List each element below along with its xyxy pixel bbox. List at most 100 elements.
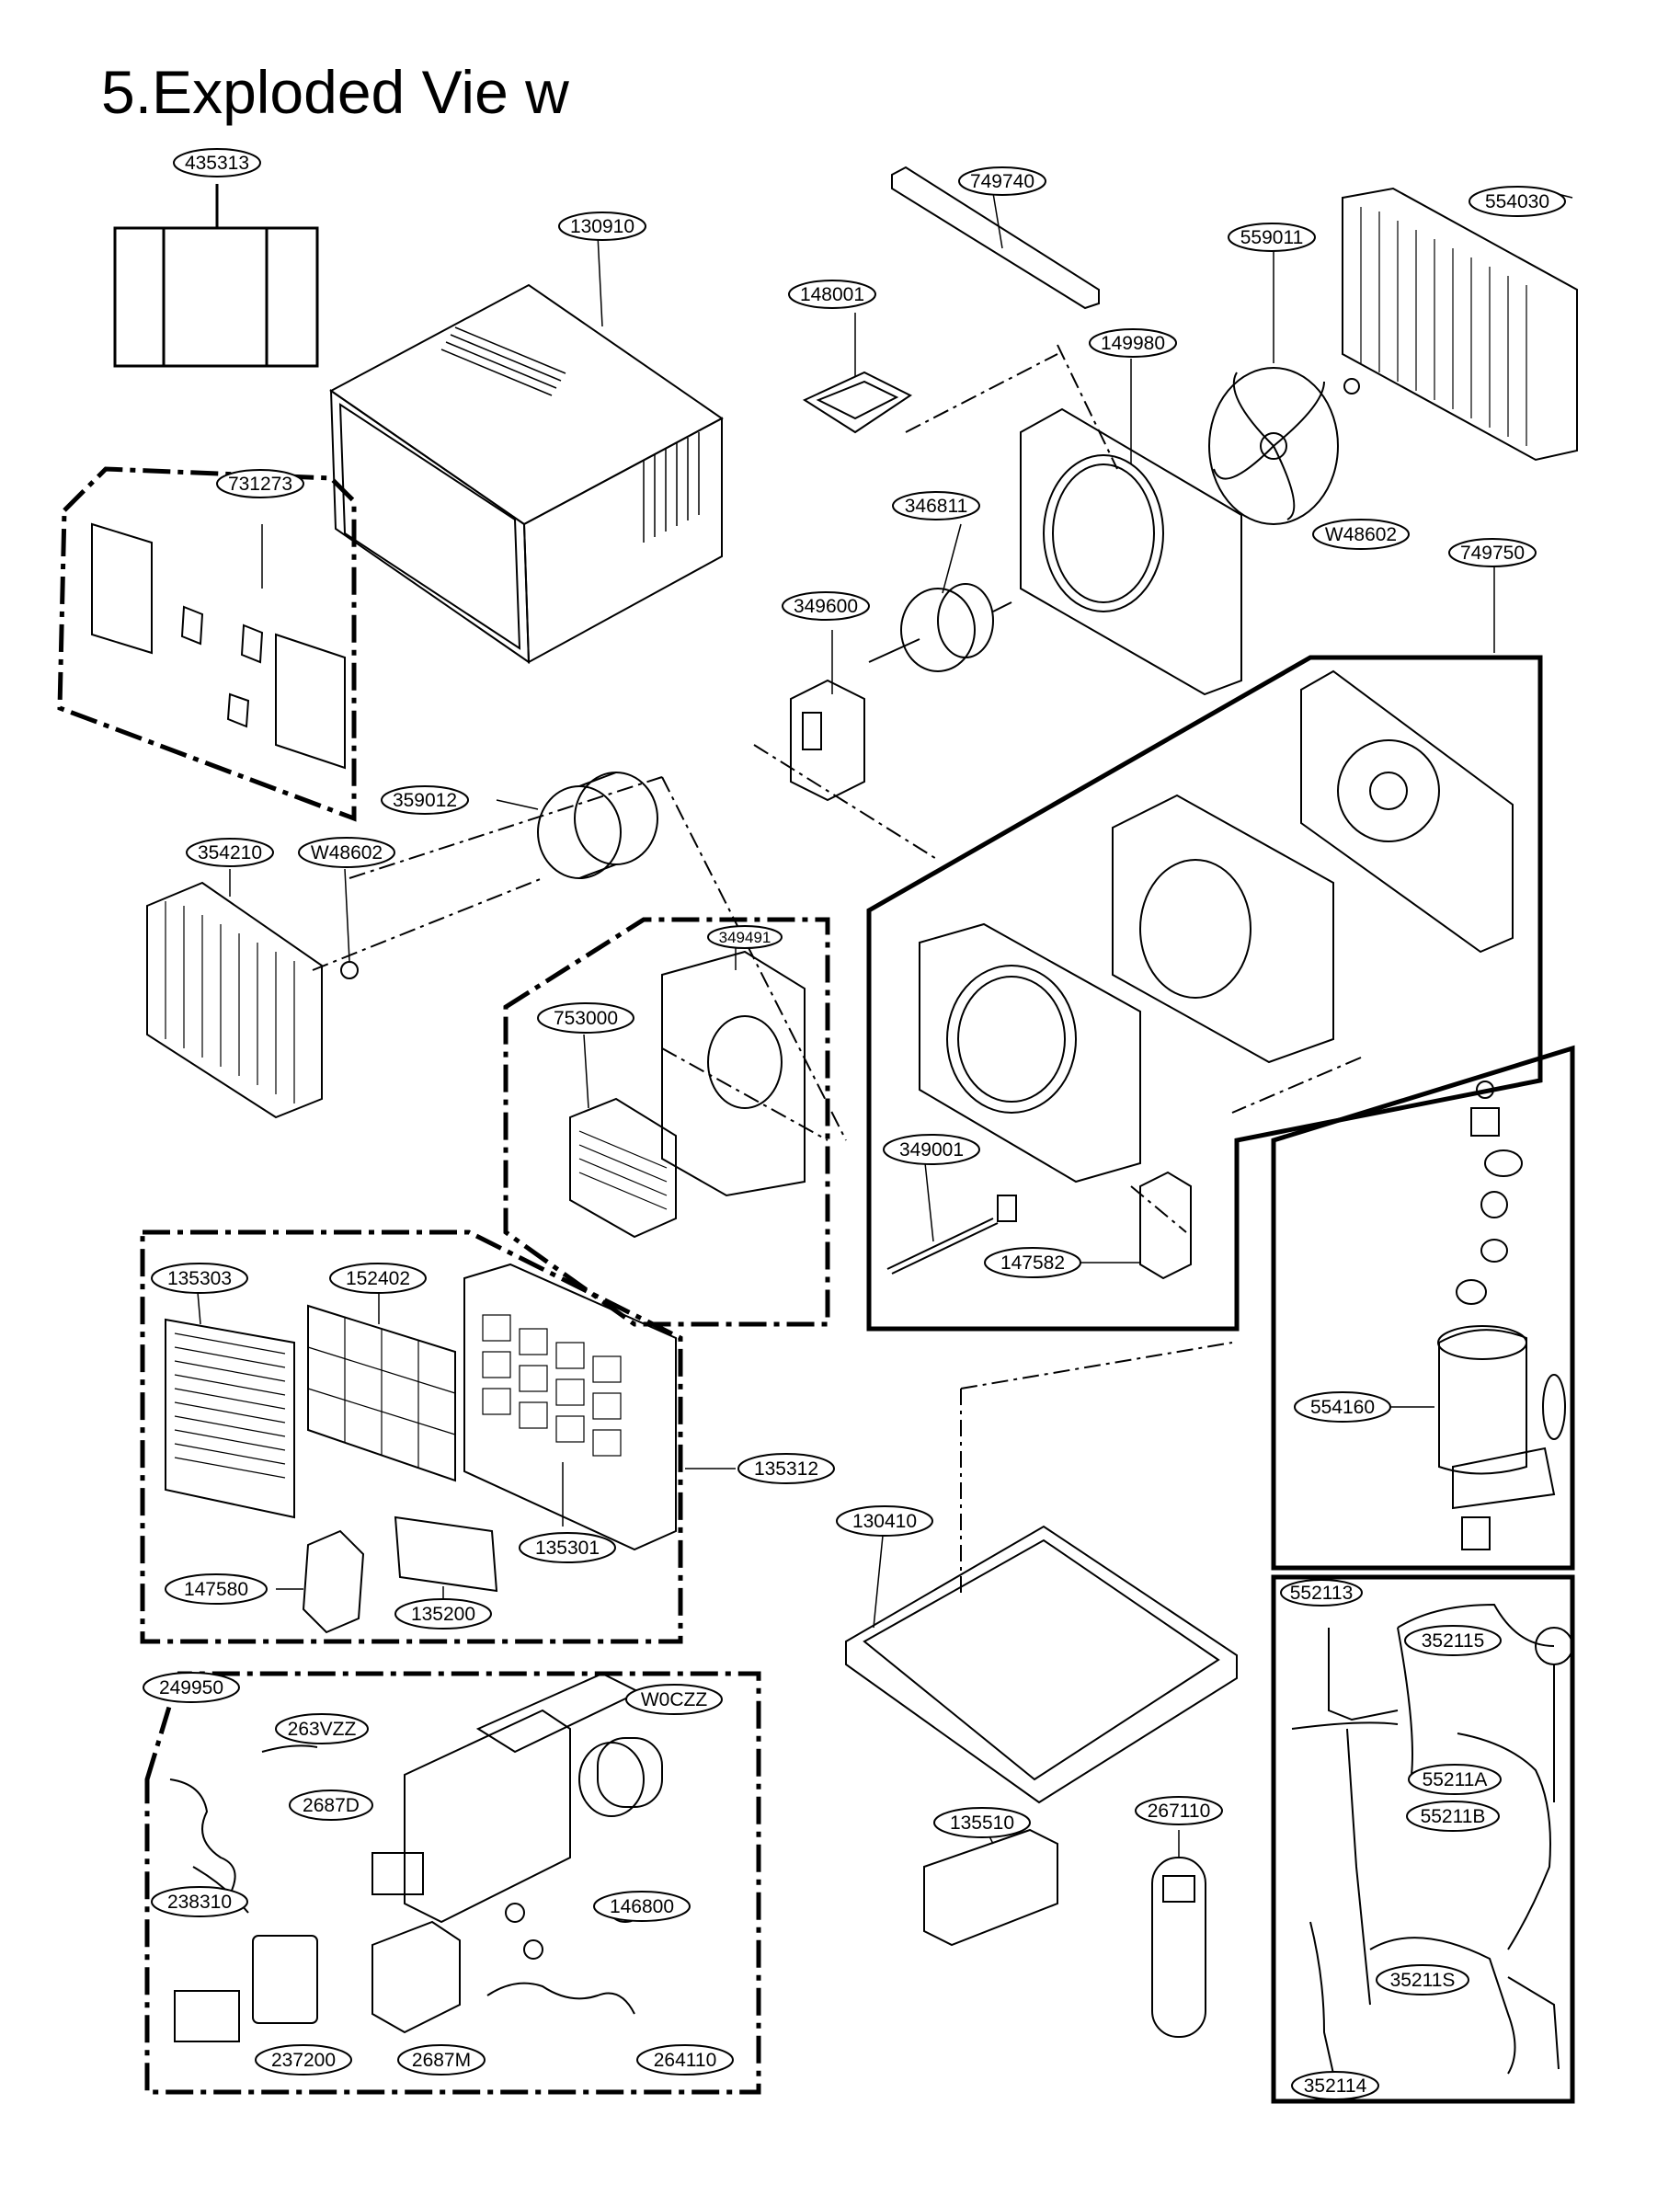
part-label-text: 349491	[719, 929, 771, 946]
part-label-text: 267110	[1148, 1801, 1211, 1822]
part-label-238310: 238310	[151, 1886, 248, 1917]
part-label-text: 749750	[1460, 543, 1525, 564]
part-label-130910: 130910	[558, 212, 646, 241]
part-label-354210: 354210	[186, 838, 274, 867]
part-label-55211b: 55211B	[1406, 1801, 1500, 1832]
part-label-text: 554160	[1310, 1397, 1375, 1418]
outline-135301	[140, 1229, 683, 1644]
part-label-149980: 149980	[1089, 328, 1177, 358]
fan-559011	[1208, 239, 1360, 525]
part-label-text: 147580	[184, 1579, 248, 1600]
part-label-135312: 135312	[737, 1453, 835, 1484]
part-label-text: 354210	[198, 842, 262, 863]
part-label-text: 753000	[554, 1008, 618, 1029]
part-label-text: 35211S	[1390, 1970, 1456, 1991]
part-label-349001: 349001	[883, 1134, 980, 1165]
part-label-554160: 554160	[1294, 1391, 1391, 1423]
motor-mount-349600	[790, 630, 865, 802]
part-label-2687m: 2687M	[397, 2044, 486, 2075]
outline-349491	[503, 917, 830, 1327]
part-label-text: 130910	[570, 216, 634, 237]
part-label-135510: 135510	[933, 1807, 1031, 1838]
part-label-text: 731273	[228, 474, 292, 495]
part-label-435313: 435313	[173, 148, 261, 177]
part-label-346811: 346811	[892, 491, 980, 520]
part-label-148001: 148001	[788, 280, 876, 309]
part-label-349491: 349491	[707, 925, 783, 949]
part-label-749750: 749750	[1448, 538, 1537, 567]
compressor-554160	[1389, 1081, 1566, 1550]
outline-554160	[1271, 1045, 1575, 1571]
part-label-text: 554030	[1485, 191, 1549, 212]
part-label-text: 152402	[346, 1268, 410, 1289]
bracket-749740	[891, 166, 1100, 310]
condenser-coil-554030	[1342, 187, 1578, 462]
part-label-352115: 352115	[1404, 1625, 1502, 1656]
part-label-text: 135510	[950, 1812, 1014, 1834]
part-label-text: W48602	[1325, 524, 1397, 545]
connector-lines	[312, 344, 1362, 1595]
part-label-text: 55211B	[1421, 1806, 1486, 1827]
shroud-149980	[1020, 359, 1242, 696]
assembly-749750	[919, 561, 1514, 1184]
part-label-text: W48602	[311, 842, 383, 863]
evaporator-coil-354210	[146, 868, 359, 1119]
part-label-text: 749740	[970, 171, 1034, 192]
part-label-text: 130410	[852, 1511, 917, 1532]
cover-135200	[394, 1515, 498, 1605]
part-label-554030: 554030	[1469, 186, 1566, 217]
outline-552113	[1271, 1574, 1575, 2104]
part-label-text: 149980	[1101, 333, 1165, 354]
knob-cover-147580	[276, 1529, 365, 1634]
part-label-135301: 135301	[519, 1532, 616, 1563]
part-label-text: 349001	[899, 1139, 964, 1161]
part-label-w48602-left: W48602	[298, 837, 395, 868]
part-label-147580: 147580	[165, 1573, 268, 1605]
part-label-text: 264110	[654, 2050, 717, 2071]
part-label-text: 135200	[411, 1604, 475, 1625]
part-label-text: 346811	[905, 496, 968, 517]
part-label-text: 55211A	[1423, 1769, 1488, 1790]
part-label-text: 237200	[271, 2050, 336, 2071]
part-label-text: W0CZZ	[641, 1689, 707, 1710]
part-labels: 435313 130910 749740 554030 559011 14800…	[143, 148, 1566, 2100]
electrical-group-249950	[169, 1672, 663, 2042]
front-panel-135312	[463, 1263, 736, 1551]
motor-346811	[868, 523, 1012, 672]
part-label-text: 352115	[1422, 1630, 1485, 1652]
part-label-text: 2687M	[412, 2050, 471, 2071]
heater-753000	[569, 1034, 677, 1239]
pipes-group	[1291, 1603, 1573, 2075]
blower-wheel-359012	[496, 772, 658, 879]
part-label-130410: 130410	[836, 1505, 933, 1537]
part-label-264110: 264110	[636, 2044, 734, 2075]
bracket-148001	[802, 313, 912, 434]
part-label-text: 147582	[1000, 1252, 1065, 1274]
remote-267110	[1151, 1830, 1206, 2038]
part-label-text: 263VZZ	[288, 1719, 357, 1740]
panel-135510	[923, 1828, 1058, 1947]
part-label-147582: 147582	[984, 1247, 1081, 1278]
outline-731273	[57, 466, 357, 822]
part-label-text: 135312	[754, 1458, 818, 1480]
part-label-text: 435313	[185, 153, 249, 174]
part-label-267110: 267110	[1135, 1796, 1223, 1825]
part-label-349600: 349600	[782, 591, 870, 621]
filter-152402	[307, 1292, 456, 1482]
label-sheet-435313	[113, 184, 319, 368]
part-label-2687d: 2687D	[289, 1790, 373, 1821]
part-label-359012: 359012	[381, 785, 469, 815]
part-label-w48602-top: W48602	[1312, 519, 1410, 550]
part-label-55211a: 55211A	[1408, 1764, 1502, 1795]
group-outlines	[57, 466, 830, 2095]
cabinet-130910	[329, 234, 724, 664]
outline-749750	[866, 655, 1543, 1332]
part-label-text: 135301	[535, 1538, 600, 1559]
part-label-135200: 135200	[394, 1598, 492, 1630]
part-label-559011: 559011	[1228, 223, 1316, 252]
part-label-263vzz: 263VZZ	[275, 1713, 369, 1744]
part-label-w0czz: W0CZZ	[625, 1684, 723, 1715]
part-label-text: 359012	[393, 790, 457, 811]
part-label-text: 135303	[167, 1268, 232, 1289]
